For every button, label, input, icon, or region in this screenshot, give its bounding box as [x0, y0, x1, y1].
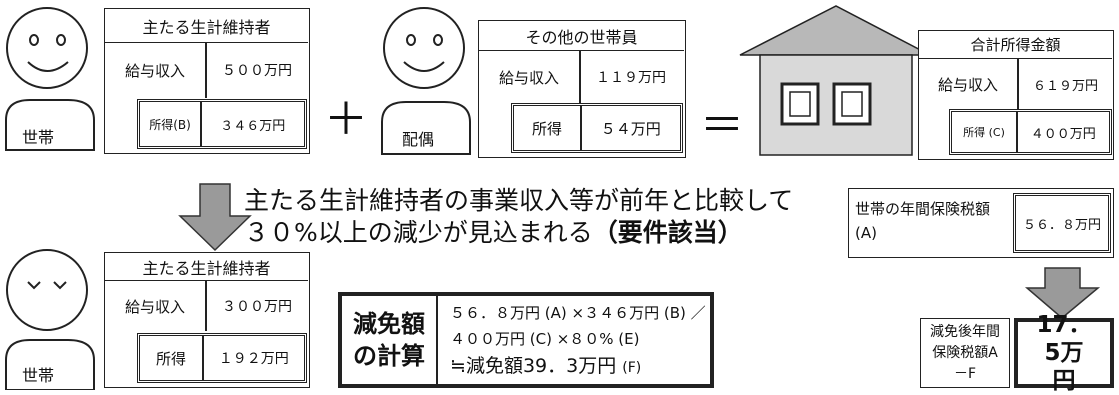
income-value: １９２万円: [218, 351, 289, 367]
after-reduction-value: 17．5万円: [1036, 312, 1092, 394]
household-income-box-bottom: 主たる生計維持者 給与収入 ３００万円 所得 １９２万円: [104, 252, 310, 388]
person-icon-household-bottom: [5, 249, 95, 390]
spouse-label: 配偶: [402, 130, 435, 149]
household-income-box-top: 主たる生計維持者 給与収入 ５００万円 所得(B) ３４６万円: [104, 8, 310, 154]
income-value: ５４万円: [600, 119, 661, 138]
calc-result: ≒減免額39．3万円: [450, 355, 617, 377]
total-income-box: 合計所得金額 給与収入 ６１９万円 所得 (C) ４００万円: [918, 30, 1114, 160]
income-box: 所得(B) ３４６万円: [137, 99, 307, 149]
spouse-income-box: その他の世帯員 給与収入 １１９万円 所得 ５４万円: [478, 20, 686, 158]
income-box: 所得 ５４万円: [511, 103, 683, 153]
box-title: 主たる生計維持者: [105, 9, 308, 43]
down-arrow-icon-right: [1024, 267, 1101, 319]
box-title: 合計所得金額: [919, 31, 1112, 59]
income-label: 所得: [155, 349, 186, 368]
after-reduction-label-box: 減免後年間保険税額A－F: [920, 318, 1010, 388]
annual-premium-box: 世帯の年間保険税額 (A) ５６．８万円: [848, 188, 1114, 258]
after-reduction-label: 減免後年間保険税額A－F: [930, 323, 1000, 382]
calc-result-tag: (F): [622, 360, 642, 376]
calc-line1: ５６．８万円 (A) ×３４６万円 (B) ／: [450, 304, 706, 322]
salary-value: ３００万円: [222, 299, 292, 315]
salary-value: ６１９万円: [1032, 78, 1098, 94]
salary-value: １１９万円: [596, 70, 666, 86]
condition-suffix: （要件該当）: [592, 218, 743, 247]
house-icon: [739, 5, 931, 156]
income-label: 所得(B): [149, 117, 191, 132]
salary-label: 給与収入: [124, 61, 185, 80]
income-label: 所得: [531, 119, 562, 138]
income-box: 所得 (C) ４００万円: [949, 109, 1112, 155]
annual-premium-value: ５６．８万円: [1013, 193, 1111, 253]
salary-value: ５００万円: [222, 63, 292, 79]
income-label: 所得 (C): [963, 126, 1005, 139]
calculation-title: 減免額の計算: [342, 296, 438, 384]
box-title: その他の世帯員: [479, 21, 684, 51]
calc-line3: ≒減免額39．3万円 (F): [450, 352, 641, 382]
calc-line2: ４００万円 (C) ×８０% (E): [450, 330, 640, 348]
income-value: ３４６万円: [220, 118, 286, 134]
plus-sign: ＋: [324, 94, 368, 145]
down-arrow-icon: [178, 183, 252, 252]
income-value: ４００万円: [1030, 126, 1096, 142]
condition-text: ３０%以上の減少が見込まれる: [244, 218, 593, 247]
after-reduction-value-box: 17．5万円: [1014, 312, 1114, 394]
income-box: 所得 １９２万円: [137, 333, 307, 383]
person-icon-spouse: [381, 7, 471, 155]
calculation-box: 減免額の計算 ５６．８万円 (A) ×３４６万円 (B) ／ ４００万円 (C)…: [338, 292, 714, 388]
condition-line2: ３０%以上の減少が見込まれる（要件該当）: [244, 218, 743, 248]
salary-label: 給与収入: [937, 75, 998, 94]
equals-sign: ＝: [700, 100, 744, 151]
condition-line1: 主たる生計維持者の事業収入等が前年と比較して: [244, 186, 794, 215]
annual-premium-label: 世帯の年間保険税額 (A): [855, 200, 991, 242]
box-title: 主たる生計維持者: [105, 253, 308, 281]
household-label-top: 世帯: [22, 128, 55, 147]
salary-label: 給与収入: [124, 297, 185, 316]
household-label-bottom: 世帯: [22, 366, 55, 385]
salary-label: 給与収入: [498, 68, 559, 87]
person-icon-household-top: [5, 7, 95, 151]
